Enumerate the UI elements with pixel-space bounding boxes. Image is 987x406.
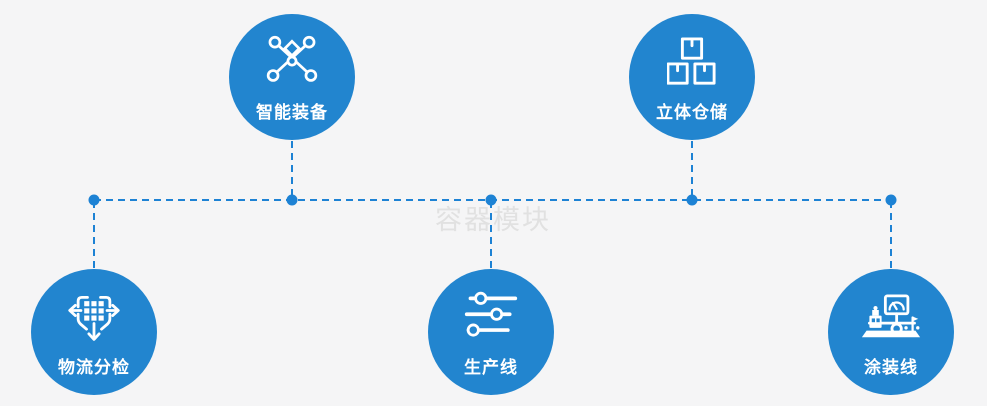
junction-dot xyxy=(286,194,298,206)
grid-squares xyxy=(84,301,104,321)
node-smart-equipment[interactable]: 智能装备 xyxy=(229,14,355,140)
node-warehouse[interactable]: 立体仓储 xyxy=(629,14,755,140)
node-production-line[interactable]: 生产线 xyxy=(428,269,554,395)
boxes-icon xyxy=(667,34,717,90)
junction-dot xyxy=(485,194,497,206)
junction-dot xyxy=(885,194,897,206)
machine-icon xyxy=(860,289,922,345)
node-label: 立体仓储 xyxy=(656,103,728,122)
junction-dot xyxy=(686,194,698,206)
junction-dot xyxy=(88,194,100,206)
node-logistics-sorting[interactable]: 物流分检 xyxy=(31,269,157,395)
node-label: 涂装线 xyxy=(864,358,918,377)
node-label: 智能装备 xyxy=(256,103,328,122)
connector-dashed-lines xyxy=(93,141,892,271)
node-label: 生产线 xyxy=(464,358,518,377)
sliders-icon xyxy=(463,289,519,345)
junction-dots xyxy=(88,194,897,206)
node-label: 物流分检 xyxy=(58,358,130,377)
node-painting-line[interactable]: 涂装线 xyxy=(828,269,954,395)
network-icon xyxy=(265,34,319,90)
sort-arrows-icon xyxy=(66,289,122,345)
